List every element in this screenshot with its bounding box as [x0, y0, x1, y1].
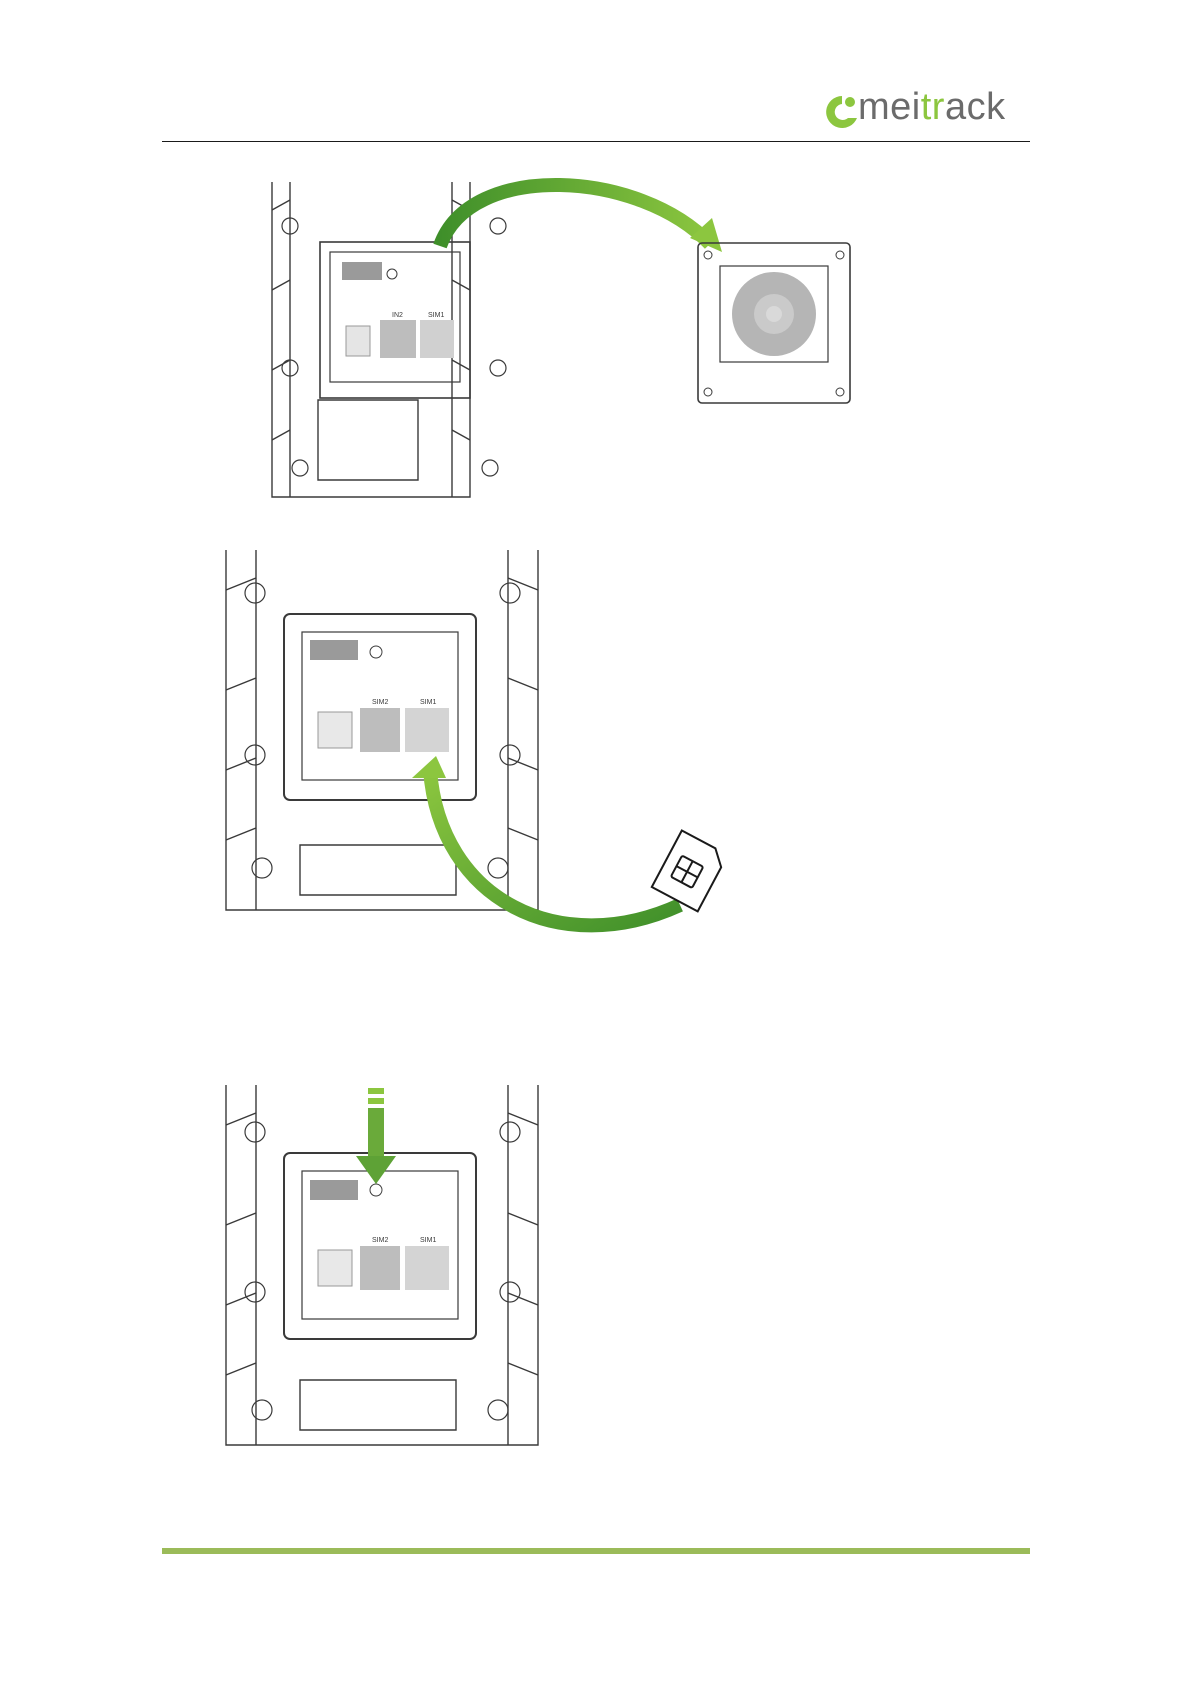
- arrow-head-icon: [412, 756, 446, 778]
- sim-card-icon: [652, 830, 728, 911]
- slot-label: SIM1: [420, 699, 436, 706]
- footer-rule: [162, 1548, 1030, 1554]
- removed-cover: [698, 243, 850, 403]
- slot-label: SIM2: [372, 1237, 388, 1244]
- compartment: IN2 SIM1: [320, 242, 470, 398]
- slot-label: SIM2: [372, 699, 388, 706]
- slot-label: IN2: [392, 312, 403, 319]
- logo-wordmark: meitrack: [858, 86, 1006, 129]
- header-rule: [162, 141, 1030, 142]
- logo-text-part-1: mei: [858, 86, 921, 128]
- figure-close-cover: SIM2 SIM1: [0, 1080, 1192, 1455]
- compartment: SIM2 SIM1: [284, 1153, 476, 1339]
- arrow-icon: [440, 185, 710, 246]
- slot-label: SIM1: [420, 1237, 436, 1244]
- figure-insert-sim: SIM2 SIM1: [0, 545, 1192, 945]
- figure-remove-cover: IN2 SIM1: [0, 150, 1192, 500]
- arrow-icon: [430, 770, 680, 925]
- slot-label: SIM1: [428, 312, 444, 319]
- arrow-down-icon: [356, 1088, 396, 1184]
- logo-text-part-3: ack: [945, 86, 1006, 128]
- logo-text-part-2: tr: [921, 86, 945, 128]
- compartment: SIM2 SIM1: [284, 614, 476, 800]
